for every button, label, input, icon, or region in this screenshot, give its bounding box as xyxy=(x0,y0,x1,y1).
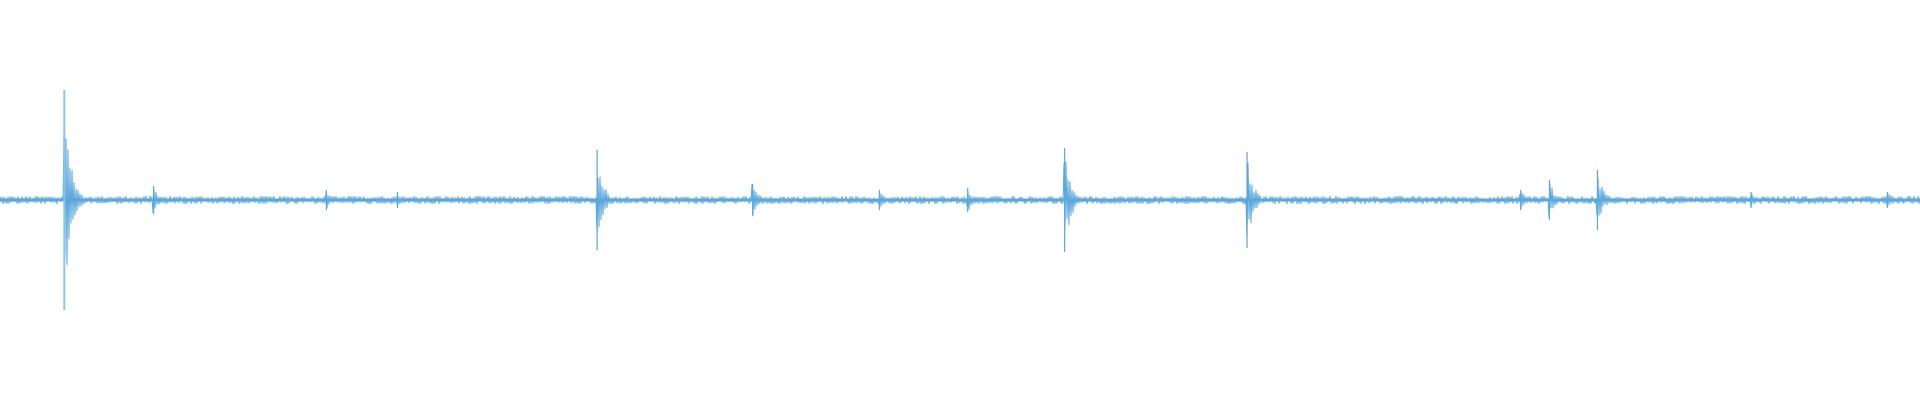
waveform-transients xyxy=(63,90,1888,310)
waveform-trace xyxy=(0,129,1920,266)
